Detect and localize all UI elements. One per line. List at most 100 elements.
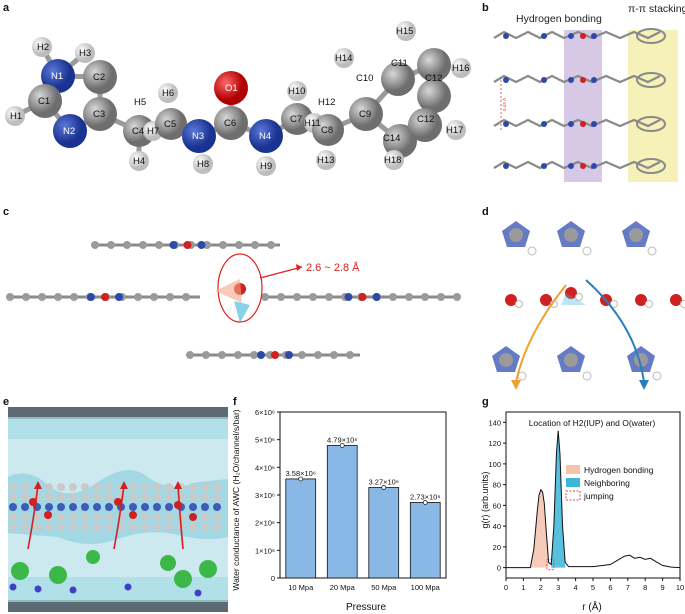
atom-label: C5 — [164, 119, 176, 130]
x-tick-label: 7 — [626, 583, 630, 592]
y-tick-label: 2×10⁶ — [255, 519, 275, 528]
y-tick-label: 120 — [488, 439, 501, 448]
arrow-up-icon — [34, 481, 42, 489]
x-tick-label: 10 — [676, 583, 684, 592]
bar-marker — [339, 443, 345, 448]
atom-label: C2 — [93, 72, 105, 83]
atom-label: H9 — [260, 161, 272, 172]
legend-swatch — [566, 478, 580, 487]
atom-label: H8 — [197, 159, 209, 170]
y-tick-label: 0 — [271, 574, 275, 583]
atom-label: H7 — [147, 126, 159, 137]
atom-label: N2 — [63, 126, 75, 137]
arrow-up-icon — [174, 481, 182, 489]
bar-marker — [381, 485, 387, 490]
y-tick-label: 6×10⁶ — [255, 408, 275, 417]
bar — [285, 478, 317, 579]
shaded-region — [551, 430, 566, 568]
distance-label: 0.43 Å — [501, 98, 507, 111]
atom-label: C7 — [290, 114, 302, 125]
bar — [409, 502, 441, 579]
x-tick-label: 10 Mpa — [288, 583, 314, 592]
x-tick-label: 0 — [504, 583, 508, 592]
rdf-series-line — [506, 430, 681, 569]
atom-label: H10 — [288, 86, 305, 97]
atom-label: H4 — [133, 156, 145, 167]
x-tick-label: 1 — [521, 583, 525, 592]
y-axis-label: g(r) (arb.units) — [480, 471, 490, 528]
bar-value-label: 3.27×10⁶ — [369, 478, 399, 487]
arrow-down-icon — [511, 380, 521, 390]
hbond-distance-annotation: 2.6 ~ 2.8 Å — [306, 261, 360, 274]
bar-value-label: 4.79×10⁶ — [327, 435, 357, 444]
atom-label: C6 — [224, 118, 236, 129]
panel-label-f: f — [233, 396, 237, 408]
x-tick-label: 50 Mpa — [371, 583, 397, 592]
x-tick-label: 6 — [608, 583, 612, 592]
shaded-region — [530, 489, 549, 568]
stacking-illustration: Hydrogen bonding π-π stacking 0.43 Å — [493, 3, 685, 182]
arrow-up-icon — [120, 481, 128, 489]
x-axis-label: r (Å) — [582, 600, 601, 613]
atom-label: H17 — [446, 125, 463, 136]
bar-value-label: 3.58×10⁶ — [286, 469, 316, 478]
x-tick-label: 20 Mpa — [330, 583, 356, 592]
legend-swatch — [565, 490, 581, 501]
atom-label: H11 — [304, 118, 321, 129]
atom-label: H16 — [452, 63, 469, 74]
atom-label: H5 — [134, 97, 146, 108]
y-tick-label: 5×10⁶ — [255, 436, 275, 445]
x-tick-label: 3 — [556, 583, 560, 592]
atom-label: N3 — [192, 131, 204, 142]
atom-label: N1 — [51, 71, 63, 82]
atom-label: H6 — [162, 88, 174, 99]
atom-label: C3 — [93, 109, 105, 120]
legend-label: jumping — [583, 491, 614, 501]
x-tick-label: 2 — [539, 583, 543, 592]
chart-title: Location of H2(IUP) and O(water) — [529, 418, 656, 428]
molecule-structure: H2 H3 N1 C2 C1 H1 N2 C3 H5 H6 C4 H7 C5 H… — [5, 21, 471, 176]
jumping-box — [546, 558, 555, 571]
atom-label: C1 — [38, 96, 50, 107]
atom-label: C11 — [391, 58, 408, 69]
x-tick-label: 8 — [643, 583, 647, 592]
atom-label: C14 — [383, 133, 400, 144]
atom-label: H12 — [318, 97, 335, 108]
atom-label: H2 — [37, 42, 49, 53]
y-tick-label: 1×10⁶ — [255, 546, 275, 555]
y-tick-label: 100 — [488, 460, 501, 469]
legend-label: Hydrogen bonding — [584, 465, 654, 475]
arrow-down-icon — [639, 380, 649, 390]
atom-label: H15 — [396, 26, 413, 37]
x-tick-label: 4 — [574, 583, 578, 592]
x-axis-label: Pressure — [346, 602, 386, 613]
bar — [368, 487, 400, 579]
y-axis-label: Water conductance of AWC (H₂O/channel/s/… — [231, 409, 241, 590]
pi-pi-stacking-label: π-π stacking — [628, 3, 685, 15]
atom-label: H18 — [384, 155, 401, 166]
hbond-network-illustration — [492, 221, 685, 390]
atom-label: H3 — [79, 48, 91, 59]
y-tick-label: 3×10⁶ — [255, 491, 275, 500]
bar-value-label: 2.73×10⁶ — [410, 492, 440, 501]
y-tick-label: 0 — [497, 564, 501, 573]
y-tick-label: 40 — [493, 522, 501, 531]
atom-label: O1 — [225, 83, 238, 94]
hydrogen-bonding-label: Hydrogen bonding — [516, 13, 602, 25]
atom-label: C9 — [359, 109, 371, 120]
panel-label-a: a — [3, 2, 10, 14]
bar — [326, 445, 358, 579]
bar-marker — [298, 476, 304, 482]
legend-swatch — [566, 465, 580, 474]
legend-label: Neighboring — [584, 478, 630, 488]
panel-label-e: e — [3, 396, 10, 408]
atom-label: H14 — [335, 53, 352, 64]
atom-label: H1 — [10, 111, 22, 122]
y-tick-label: 60 — [493, 501, 501, 510]
atom-label: N4 — [259, 131, 271, 142]
x-tick-label: 9 — [661, 583, 665, 592]
y-tick-label: 20 — [493, 543, 501, 552]
membrane-simulation — [8, 407, 228, 612]
